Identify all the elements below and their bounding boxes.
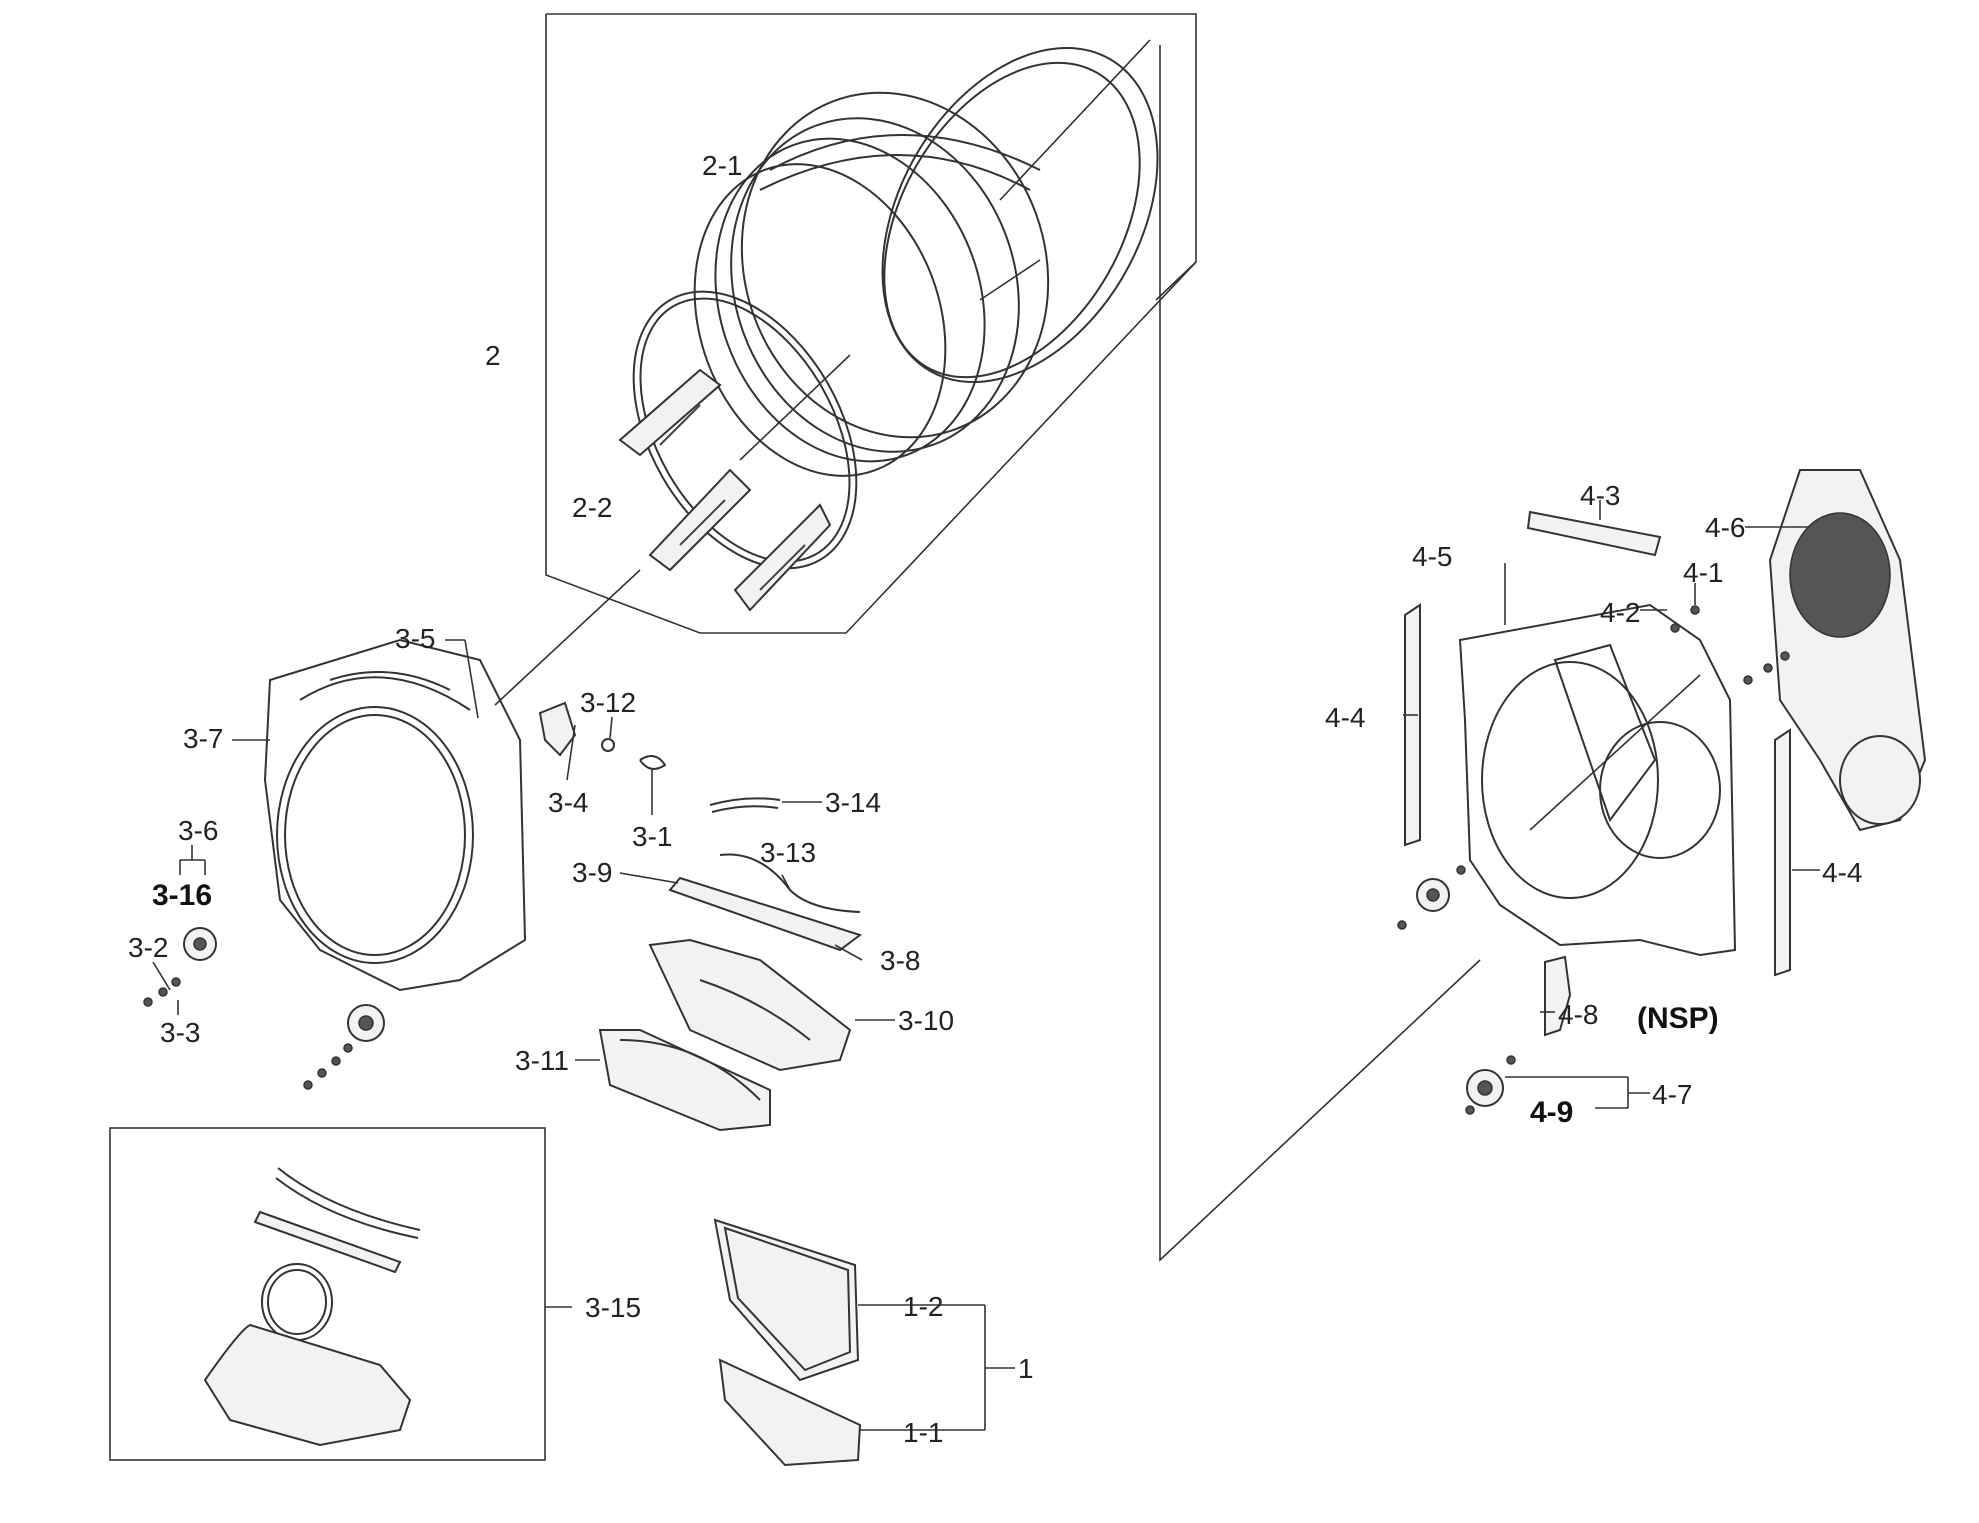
label-4-1: 4-1 <box>1683 557 1723 588</box>
filter-bracket-part <box>668 876 863 952</box>
label-1-2: 1-2 <box>903 1291 943 1322</box>
drum-ring-part <box>632 290 858 570</box>
label-3-8: 3-8 <box>880 945 920 976</box>
back-panel-group <box>1159 45 1927 1262</box>
label-3-10: 3-10 <box>898 1005 954 1036</box>
label-3-3: 3-3 <box>160 1017 200 1048</box>
label-3-9: 3-9 <box>572 857 612 888</box>
duct-part <box>277 1167 421 1231</box>
label-3-15: 3-15 <box>585 1292 641 1323</box>
filter-cover-part <box>598 1029 771 1132</box>
label-1: 1 <box>1018 1353 1034 1384</box>
label-4-4-left: 4-4 <box>1325 702 1365 733</box>
label-4-3: 4-3 <box>1580 480 1620 511</box>
lint-filter-frame-part <box>718 1358 862 1467</box>
label-3-12: 3-12 <box>580 687 636 718</box>
label-4-4-right: 4-4 <box>1822 857 1862 888</box>
front-frame-part <box>263 638 527 992</box>
rear-rail-part <box>1404 603 1791 977</box>
label-3-11: 3-11 <box>515 1045 569 1076</box>
label-3-2: 3-2 <box>128 932 168 963</box>
lint-filter-part <box>713 1218 860 1382</box>
label-4-7: 4-7 <box>1652 1079 1692 1110</box>
rear-bracket-nsp-part <box>1544 955 1572 1037</box>
label-2-2: 2-2 <box>572 492 612 523</box>
filter-housing-part <box>648 938 852 1072</box>
duct-kit-group <box>109 1127 572 1461</box>
label-nsp: (NSP) <box>1637 1002 1719 1035</box>
front-roller-part <box>143 927 385 1090</box>
label-4-5: 4-5 <box>1412 541 1452 572</box>
door-switch-part <box>538 701 577 757</box>
wire-harness-part <box>709 797 781 806</box>
label-3-5: 3-5 <box>395 623 435 654</box>
rear-roller-part <box>1397 865 1516 1115</box>
label-2-1: 2-1 <box>702 150 742 181</box>
label-2: 2 <box>485 340 501 371</box>
duct-kit-frame <box>109 1127 546 1461</box>
front-frame-group <box>143 638 895 1132</box>
label-3-1: 3-1 <box>632 821 672 852</box>
label-3-16: 3-16 <box>152 879 212 912</box>
label-3-6: 3-6 <box>178 815 218 846</box>
lint-filter-group <box>713 1218 1015 1467</box>
label-1-1: 1-1 <box>903 1417 943 1448</box>
label-4-9: 4-9 <box>1530 1096 1573 1129</box>
label-3-4: 3-4 <box>548 787 588 818</box>
rear-bracket-part <box>1526 510 1662 557</box>
label-4-6: 4-6 <box>1705 512 1745 543</box>
label-4-2: 4-2 <box>1600 597 1640 628</box>
lifter-part <box>618 368 832 612</box>
label-3-7: 3-7 <box>183 723 223 754</box>
blower-housing-part <box>1768 469 1927 832</box>
label-3-14: 3-14 <box>825 787 881 818</box>
rear-panel-part <box>1458 603 1737 957</box>
label-4-8: 4-8 <box>1558 999 1598 1030</box>
drum-part <box>693 39 1159 477</box>
drum-group-frame <box>545 13 1197 634</box>
label-3-13: 3-13 <box>760 837 816 868</box>
drum-assembly-group <box>494 13 1197 706</box>
